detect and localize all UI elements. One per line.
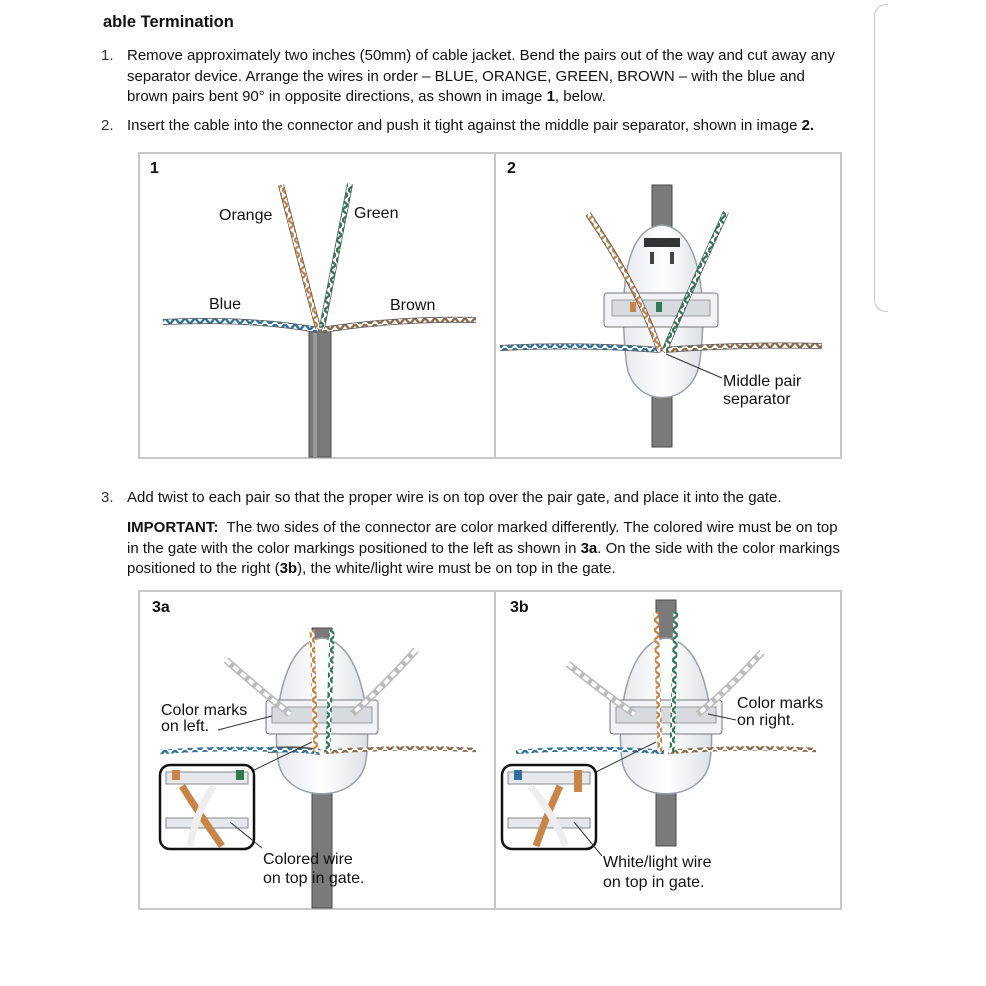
cable-jacket xyxy=(308,329,332,458)
brown-pair-2 xyxy=(663,343,823,353)
brown-pair-3a xyxy=(323,746,477,755)
inset-mark-blue xyxy=(514,770,522,780)
inset-gate-top-3b xyxy=(507,771,591,785)
connector-tab xyxy=(670,252,674,264)
callout-2-line-1: Middle pair xyxy=(723,373,802,390)
step-1-line-1: Remove approximately two inches (50mm) o… xyxy=(127,47,835,64)
gate-teeth-3a xyxy=(271,706,373,724)
step-1-line-3: brown pairs bent 90° in opposite directi… xyxy=(127,87,835,108)
blue-pair xyxy=(162,318,319,333)
label-orange: Orange xyxy=(219,207,273,224)
gate-mark-green xyxy=(656,302,662,312)
callout-line-3b-bottom xyxy=(573,821,603,857)
white-wire-right-3b-inner xyxy=(696,650,764,716)
callout-line-3a-top xyxy=(217,715,273,731)
callout-3b-bottom-line-2: on top in gate. xyxy=(603,874,705,891)
blue-pair-2 xyxy=(499,344,661,353)
callout-color-marks-left: Color marks on left. xyxy=(161,703,247,735)
important-l3-pre: positioned to the right ( xyxy=(127,560,280,577)
important-note: IMPORTANT: The two sides of the connecto… xyxy=(127,518,840,580)
important-l2-post: . On the side with the color markings xyxy=(597,539,840,557)
callout-line-3a-bottom xyxy=(229,821,263,849)
gate-teeth-3b xyxy=(615,706,717,724)
callout-3b-top-line-2: on right. xyxy=(737,712,795,729)
blue-pair-3b xyxy=(515,746,665,755)
step-1-line-3-post: , below. xyxy=(554,88,606,105)
important-label: IMPORTANT: xyxy=(127,519,219,536)
white-wire-left-inner xyxy=(224,658,292,716)
important-l2-pre: in the gate with the color markings posi… xyxy=(127,539,581,557)
step-2-marker: 2. xyxy=(101,117,114,134)
callout-3b-bottom-line-1: White/light wire xyxy=(603,854,712,871)
inset-white-wire-3b xyxy=(527,783,570,848)
inset-line-3a xyxy=(253,741,313,771)
orange-pair xyxy=(278,184,321,329)
callout-3b-top-line-1: Color marks xyxy=(737,695,824,712)
green-pair-2 xyxy=(661,211,729,353)
green-pair-3b xyxy=(669,611,679,753)
figure-2-art xyxy=(499,184,823,448)
connector-slot xyxy=(644,238,680,247)
white-wire-right-inner xyxy=(350,648,418,716)
figure-2-number: 2 xyxy=(507,160,516,177)
figure-1-number: 1 xyxy=(150,160,159,177)
inset-line-3b xyxy=(595,741,657,773)
step-1-line-3-bold: 1 xyxy=(546,88,555,105)
callout-color-marks-right: Color marks on right. xyxy=(737,695,823,729)
step-2-bold: 2. xyxy=(801,117,815,134)
figure-3b-art xyxy=(500,599,817,857)
figure-3a-number: 3a xyxy=(152,599,170,616)
label-blue: Blue xyxy=(209,296,242,313)
callout-middle-pair-separator: Middle pair separator xyxy=(723,373,801,409)
inset-gate-top xyxy=(165,771,249,785)
callout-3a-top-line-2: on left. xyxy=(161,718,210,735)
green-pair-3a xyxy=(325,629,335,753)
important-l2-bold: 3a xyxy=(580,539,598,557)
figure-1-art xyxy=(162,183,477,458)
step-1-marker: 1. xyxy=(101,47,114,64)
figure-3b-number: 3b xyxy=(510,599,529,616)
important-line-2: in the gate with the color markings posi… xyxy=(127,539,840,560)
step-2-text: Insert the cable into the connector and … xyxy=(127,116,814,137)
inset-mark-green xyxy=(236,770,244,780)
white-wire-left-3b-inner xyxy=(566,662,636,716)
important-line-3: positioned to the right (3b), the white/… xyxy=(127,559,840,580)
callout-3a-bottom-line-2: on top in gate. xyxy=(263,870,365,887)
step-1-line-3-pre: brown pairs bent 90° in opposite directi… xyxy=(127,88,547,105)
step-1-line-2: separator device. Arrange the wires in o… xyxy=(127,67,805,85)
callout-3a-top-line-1: Color marks xyxy=(161,702,248,719)
callout-line-2 xyxy=(665,353,723,379)
blue-pair-3a xyxy=(159,746,321,755)
step-1-text: Remove approximately two inches (50mm) o… xyxy=(127,46,835,108)
inset-mark-orange xyxy=(172,770,180,780)
green-pair xyxy=(319,183,353,329)
callout-2-line-2: separator xyxy=(723,391,791,408)
cable-highlight xyxy=(313,330,317,457)
callout-line-3b-top xyxy=(707,713,737,721)
orange-pair-3a xyxy=(309,629,319,753)
section-heading: able Termination xyxy=(103,13,234,31)
figure-3a-art xyxy=(158,627,477,909)
important-line-1: IMPORTANT: The two sides of the connecto… xyxy=(127,518,840,539)
callout-colored-wire: Colored wire on top in gate. xyxy=(263,850,364,888)
important-l3-post: ), the white/light wire must be on top i… xyxy=(297,560,616,577)
important-l1: The two sides of the connector are color… xyxy=(218,519,838,536)
callout-3a-bottom-line-1: Colored wire xyxy=(263,851,353,868)
gate-mark-orange xyxy=(630,302,636,312)
important-l3-bold: 3b xyxy=(279,560,298,577)
connector-tab xyxy=(650,252,654,264)
step-2-pre: Insert the cable into the connector and … xyxy=(127,117,802,134)
inset-mark-orange-3b xyxy=(574,770,582,792)
callout-white-wire: White/light wire on top in gate. xyxy=(603,853,711,893)
inset-white-wire xyxy=(186,784,217,847)
label-green: Green xyxy=(354,205,399,222)
orange-pair-2 xyxy=(586,212,663,353)
step-3-marker: 3. xyxy=(101,489,114,506)
label-brown: Brown xyxy=(390,297,436,314)
step-3-text: Add twist to each pair so that the prope… xyxy=(127,489,782,506)
brown-pair xyxy=(321,317,477,333)
brown-pair-3b xyxy=(667,746,817,755)
orange-pair-3b xyxy=(653,611,663,753)
